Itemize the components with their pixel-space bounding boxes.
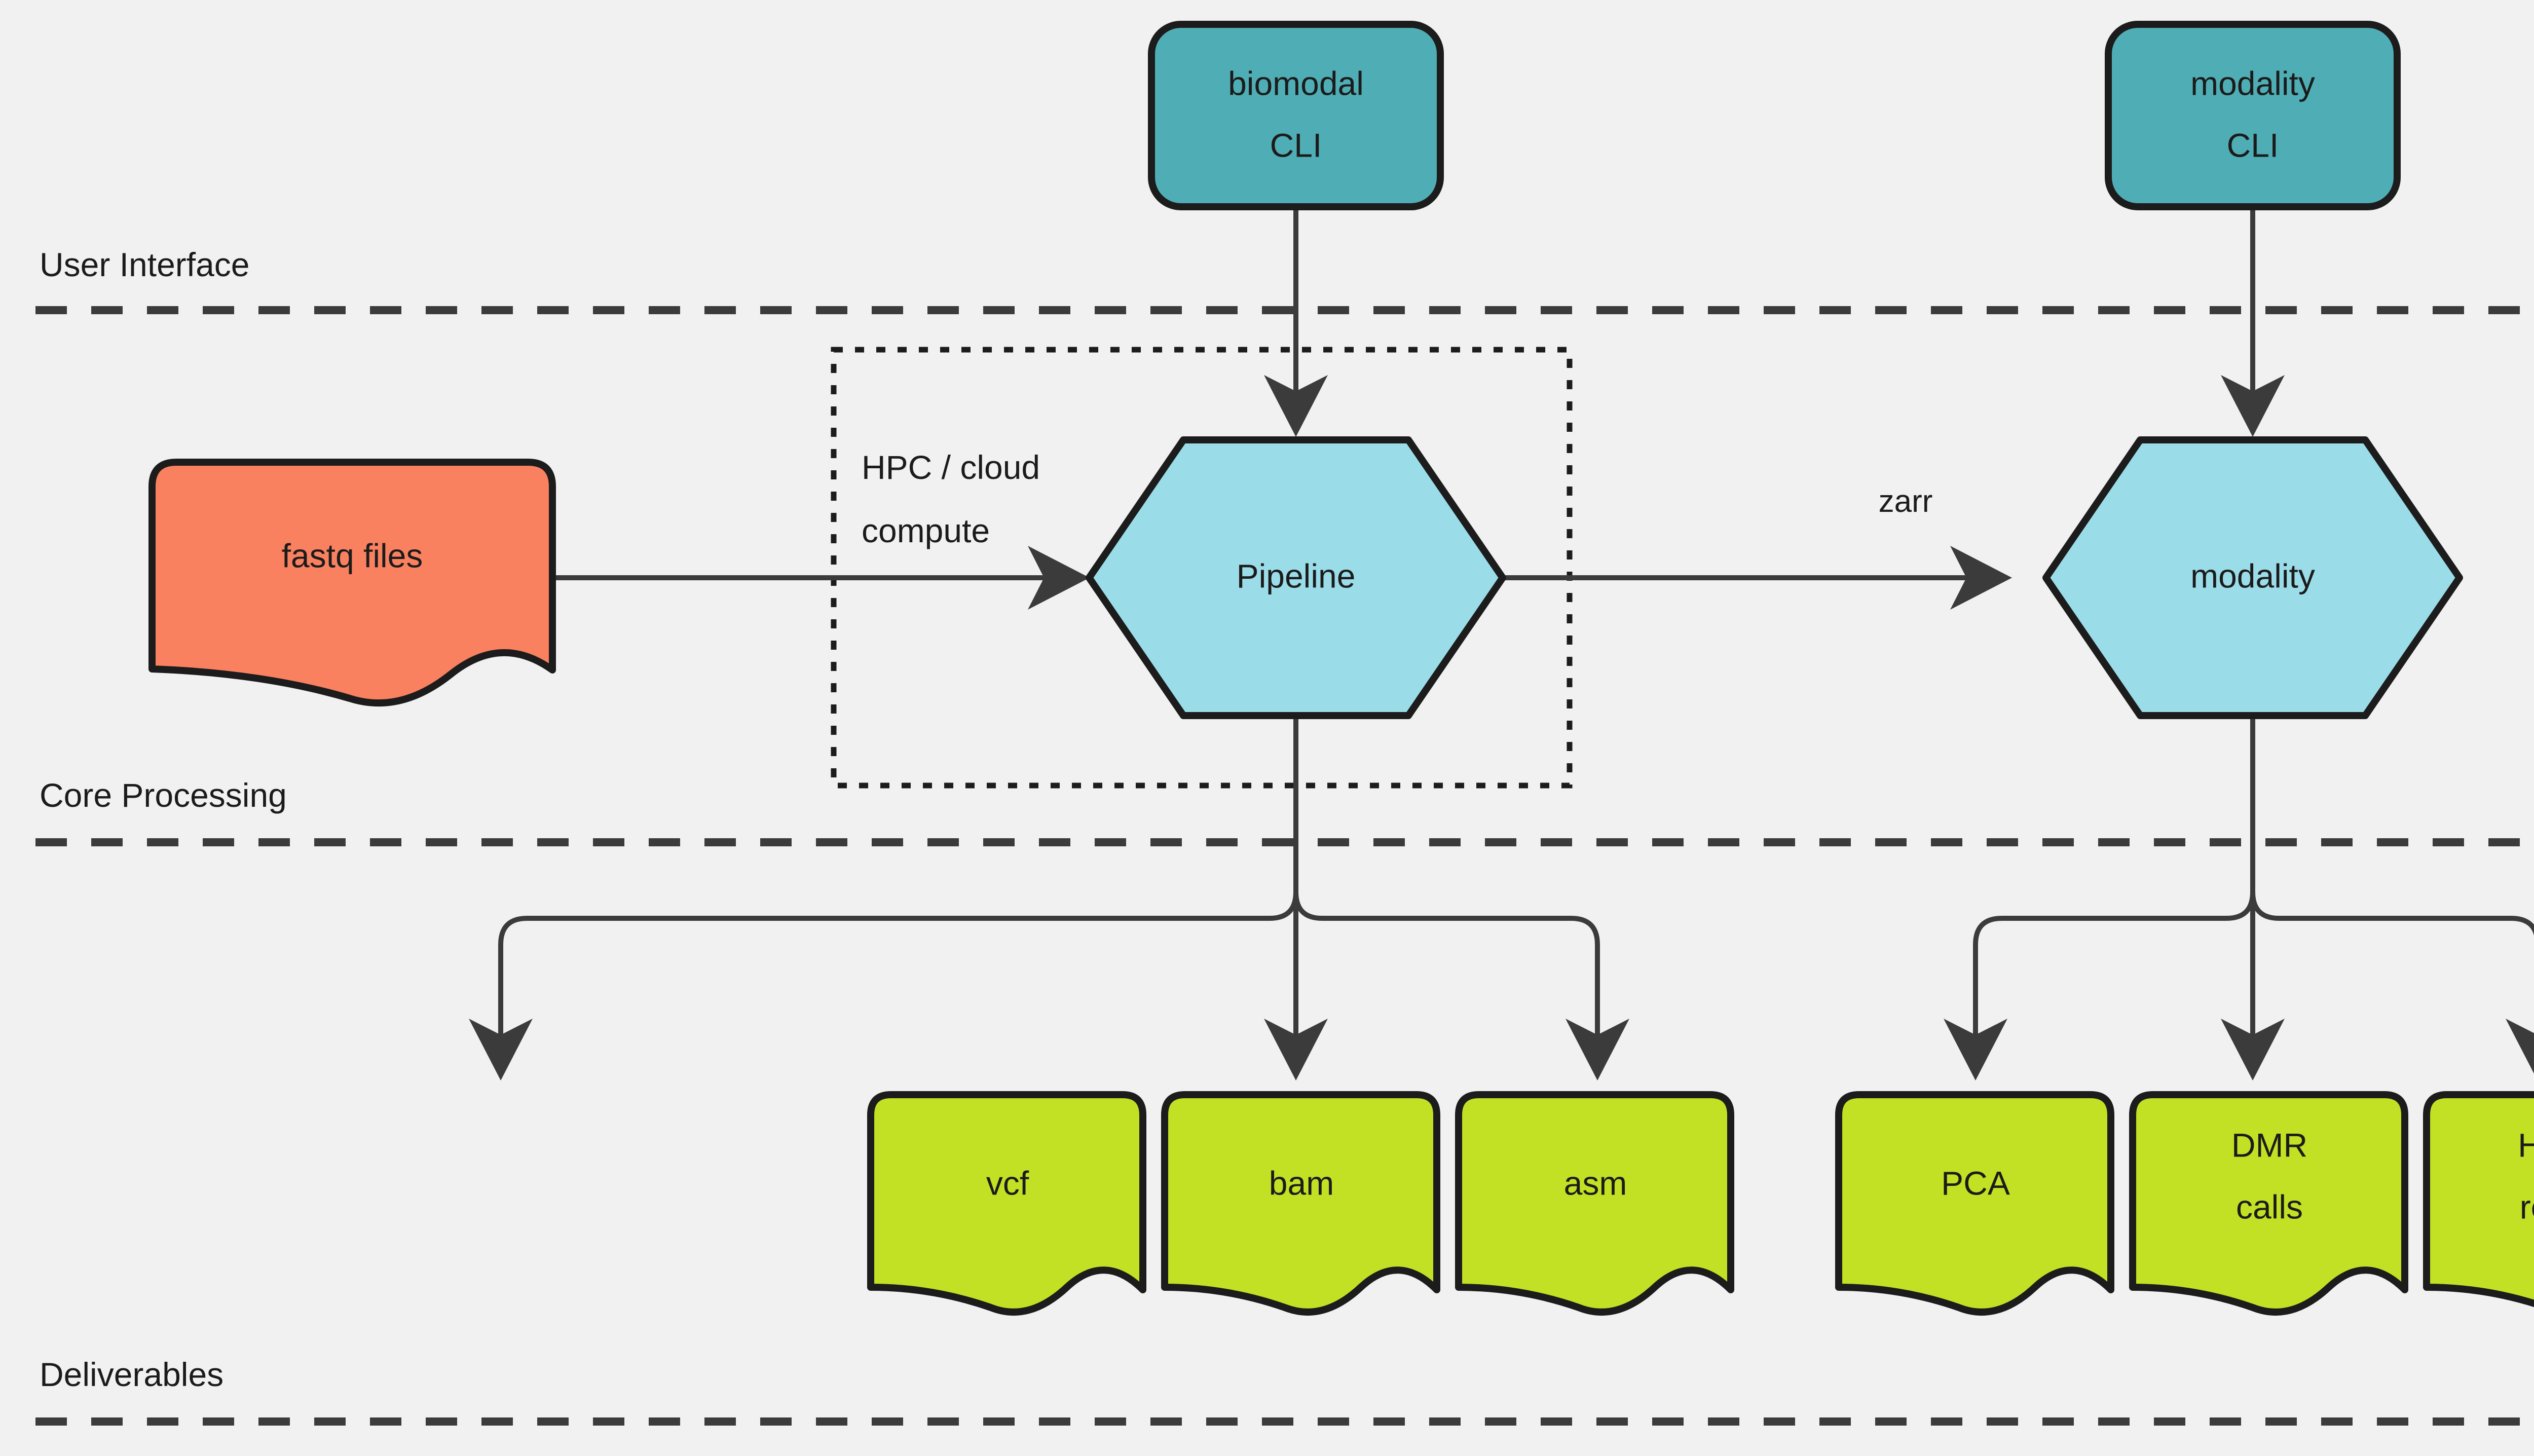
lane-label-deliverables: Deliverables bbox=[40, 1356, 223, 1393]
biomodal-cli-label-line2: CLI bbox=[1270, 126, 1322, 164]
node-vcf[interactable]: vcf bbox=[867, 1091, 1146, 1316]
edge-pipeline-to-deliverables bbox=[469, 716, 1629, 1080]
asm-label: asm bbox=[1564, 1164, 1627, 1202]
lane-label-core-processing: Core Processing bbox=[40, 776, 287, 814]
modality-cli-label-line1: modality bbox=[2190, 64, 2315, 102]
node-modality-cli[interactable]: modality CLI bbox=[2105, 21, 2401, 210]
vcf-label: vcf bbox=[986, 1164, 1029, 1202]
dmr-calls-label-line1: DMR bbox=[2231, 1126, 2307, 1164]
edge-pipeline-to-modality bbox=[1503, 546, 2012, 610]
edge-fastq-files-to-pipeline bbox=[552, 546, 1090, 610]
group-box-hpc-cloud-compute bbox=[831, 347, 1573, 789]
edge-modality-cli-to-modality bbox=[2221, 206, 2285, 437]
node-asm[interactable]: asm bbox=[1455, 1091, 1734, 1316]
dmr-calls-label-line2: calls bbox=[2236, 1188, 2303, 1225]
bam-shape[interactable] bbox=[1161, 1091, 1440, 1316]
pipeline-shape[interactable] bbox=[1086, 436, 1506, 719]
lane-label-user-interface: User Interface bbox=[40, 246, 250, 283]
node-html-report[interactable]: HTML report bbox=[2423, 1091, 2534, 1312]
modality-cli-label-line2: CLI bbox=[2227, 126, 2279, 164]
fastq-files-shape[interactable] bbox=[148, 459, 556, 707]
biomodal-cli-shape[interactable] bbox=[1148, 21, 1444, 210]
node-modality[interactable]: modality bbox=[2042, 436, 2463, 719]
html-report-label-line1: HTML bbox=[2518, 1126, 2534, 1164]
bam-label: bam bbox=[1269, 1164, 1334, 1202]
pca-label: PCA bbox=[1941, 1164, 2010, 1202]
group-label-hpc-cloud-line2: compute bbox=[862, 512, 990, 549]
edge-biomodal-cli-to-pipeline bbox=[1264, 206, 1328, 437]
edge-modality-to-deliverables bbox=[1944, 716, 2534, 1080]
node-fastq-files[interactable]: fastq files bbox=[148, 459, 556, 707]
html-report-shape[interactable] bbox=[2423, 1091, 2534, 1312]
node-pca[interactable]: PCA bbox=[1835, 1091, 2114, 1316]
modality-cli-shape[interactable] bbox=[2105, 21, 2401, 210]
pca-shape[interactable] bbox=[1835, 1091, 2114, 1316]
modality-shape[interactable] bbox=[2042, 436, 2463, 719]
group-label-hpc-cloud-line1: HPC / cloud bbox=[862, 449, 1040, 486]
node-bam[interactable]: bam bbox=[1161, 1091, 1440, 1316]
asm-shape[interactable] bbox=[1455, 1091, 1734, 1316]
vcf-shape[interactable] bbox=[867, 1091, 1146, 1316]
fastq-files-label: fastq files bbox=[282, 537, 423, 574]
node-biomodal-cli[interactable]: biomodal CLI bbox=[1148, 21, 1444, 210]
html-report-label-line2: report bbox=[2520, 1188, 2534, 1225]
pipeline-label: Pipeline bbox=[1237, 557, 1356, 594]
edge-label-zarr: zarr bbox=[1879, 484, 1933, 519]
dmr-calls-shape[interactable] bbox=[2129, 1091, 2408, 1316]
node-dmr-calls[interactable]: DMR calls bbox=[2129, 1091, 2408, 1316]
modality-label: modality bbox=[2190, 557, 2315, 594]
node-pipeline[interactable]: Pipeline bbox=[1086, 436, 1506, 719]
biomodal-cli-label-line1: biomodal bbox=[1228, 64, 1364, 102]
